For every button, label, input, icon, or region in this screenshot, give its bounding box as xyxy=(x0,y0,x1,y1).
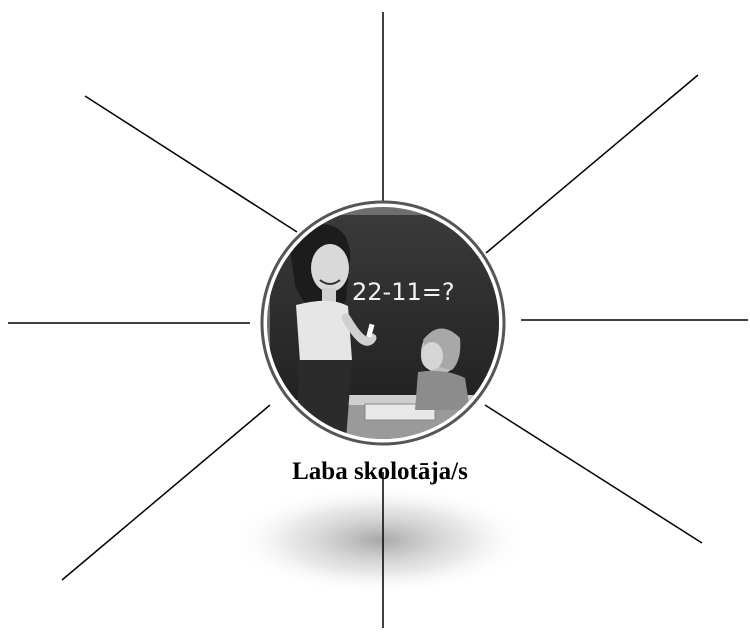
drop-shadow xyxy=(230,485,530,595)
spoke-top-left xyxy=(85,96,297,232)
blackboard-equation: 22-11=? xyxy=(352,278,455,306)
spoke-top-right xyxy=(486,75,698,253)
center-label: Laba skolotāja/s xyxy=(230,458,530,486)
teacher-at-blackboard-icon: 22-11=? xyxy=(260,200,510,450)
